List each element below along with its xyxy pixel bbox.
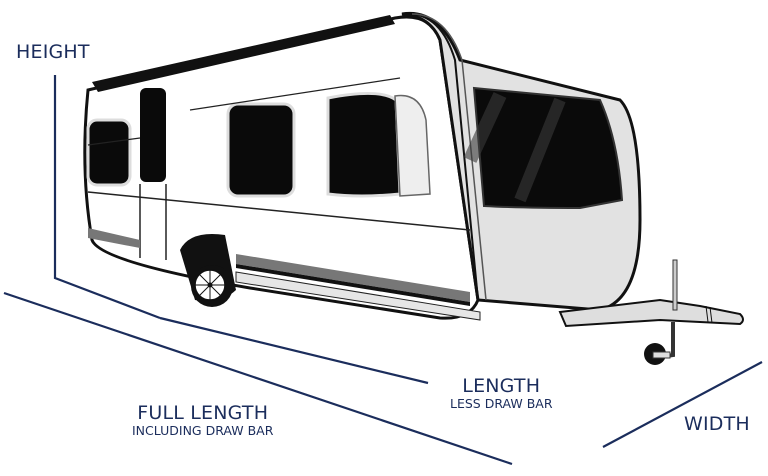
- height-line: [53, 75, 161, 320]
- draw-bar: [558, 259, 744, 365]
- full-length-label-subtext: INCLUDING DRAW BAR: [132, 423, 274, 438]
- height-label: HEIGHT: [16, 43, 90, 62]
- width-line: [602, 361, 763, 448]
- length-label: LENGTH LESS DRAW BAR: [450, 377, 553, 411]
- length-line: [159, 316, 429, 385]
- full-length-label-text: FULL LENGTH: [137, 402, 269, 424]
- wheel: [180, 234, 236, 307]
- full-length-line: [3, 291, 513, 466]
- height-label-text: HEIGHT: [16, 41, 90, 63]
- length-label-text: LENGTH: [462, 375, 541, 397]
- dimension-lines: [3, 75, 763, 466]
- full-length-label: FULL LENGTH INCLUDING DRAW BAR: [132, 404, 273, 438]
- length-label-subtext: LESS DRAW BAR: [450, 396, 553, 411]
- width-label-text: WIDTH: [684, 413, 750, 435]
- width-label: WIDTH: [684, 415, 750, 434]
- caravan-body: [83, 11, 642, 321]
